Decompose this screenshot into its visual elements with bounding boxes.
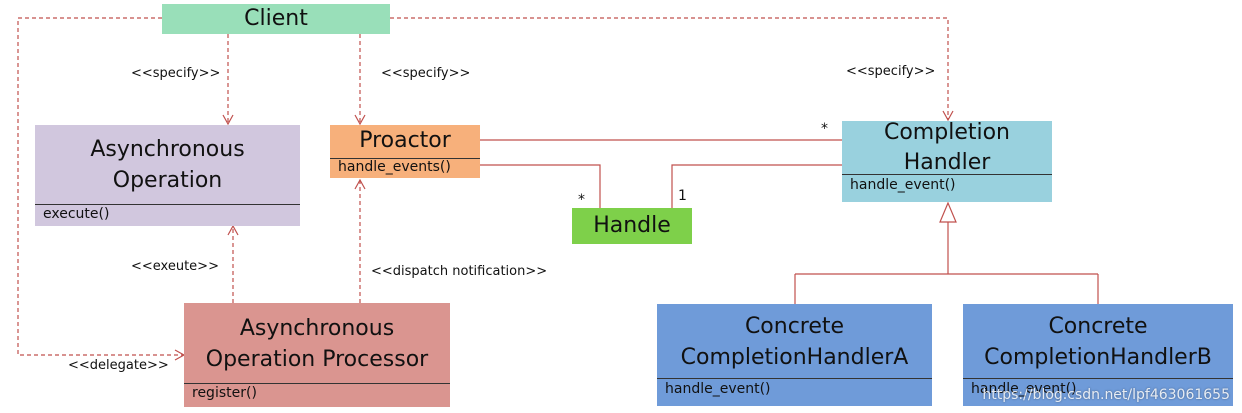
label-specify-async-op: <<specify>>	[131, 66, 221, 81]
async-op-title: Asynchronous Operation	[90, 137, 245, 193]
concrete-b-box[interactable]: Concrete CompletionHandlerB handle_event…	[963, 304, 1233, 406]
concrete-b-title: Concrete CompletionHandlerB	[984, 314, 1212, 370]
concrete-b-divider	[963, 378, 1233, 379]
client-box[interactable]: Client	[162, 4, 390, 34]
proactor-title: Proactor	[359, 128, 451, 153]
concrete-a-title: Concrete CompletionHandlerA	[680, 314, 909, 370]
generalization-triangle	[939, 201, 957, 223]
mult-handler-handle: 1	[678, 188, 687, 204]
proactor-box[interactable]: Proactor handle_events()	[330, 125, 480, 178]
async-op-box[interactable]: Asynchronous Operation execute()	[35, 125, 300, 226]
handle-title: Handle	[593, 213, 671, 238]
processor-title: Asynchronous Operation Processor	[205, 316, 429, 372]
label-delegate: <<delegate>>	[68, 358, 169, 373]
edge-client-completion	[390, 17, 954, 122]
completion-title: Completion Handler	[883, 120, 1010, 175]
processor-divider	[184, 383, 450, 384]
completion-method: handle_event()	[850, 177, 956, 193]
handle-box[interactable]: Handle	[572, 208, 692, 244]
client-title: Client	[244, 6, 308, 31]
label-specify-completion: <<specify>>	[846, 64, 936, 79]
watermark-text: https://blog.csdn.net/lpf463061655	[982, 387, 1230, 403]
async-op-divider	[35, 204, 300, 205]
label-dispatch-notification: <<dispatch notification>>	[371, 264, 548, 279]
edge-client-processor	[17, 17, 186, 361]
mult-proactor-handle: *	[578, 192, 585, 208]
label-specify-proactor: <<specify>>	[381, 66, 471, 81]
concrete-b-method: handle_event()	[971, 381, 1077, 397]
proactor-method: handle_events()	[338, 159, 451, 175]
async-op-method: execute()	[43, 206, 110, 222]
concrete-a-divider	[657, 378, 932, 379]
completion-divider	[842, 174, 1052, 175]
concrete-a-method: handle_event()	[665, 381, 771, 397]
completion-box[interactable]: Completion Handler handle_event()	[842, 120, 1052, 202]
edge-completion-handle	[671, 164, 842, 208]
label-execute: <<exeute>>	[131, 259, 219, 274]
processor-box[interactable]: Asynchronous Operation Processor registe…	[184, 303, 450, 407]
concrete-a-box[interactable]: Concrete CompletionHandlerA handle_event…	[657, 304, 932, 406]
processor-method: register()	[192, 385, 257, 401]
proactor-divider	[330, 158, 480, 159]
mult-proactor-completion: *	[821, 121, 828, 137]
edge-proactor-handle	[480, 164, 601, 208]
